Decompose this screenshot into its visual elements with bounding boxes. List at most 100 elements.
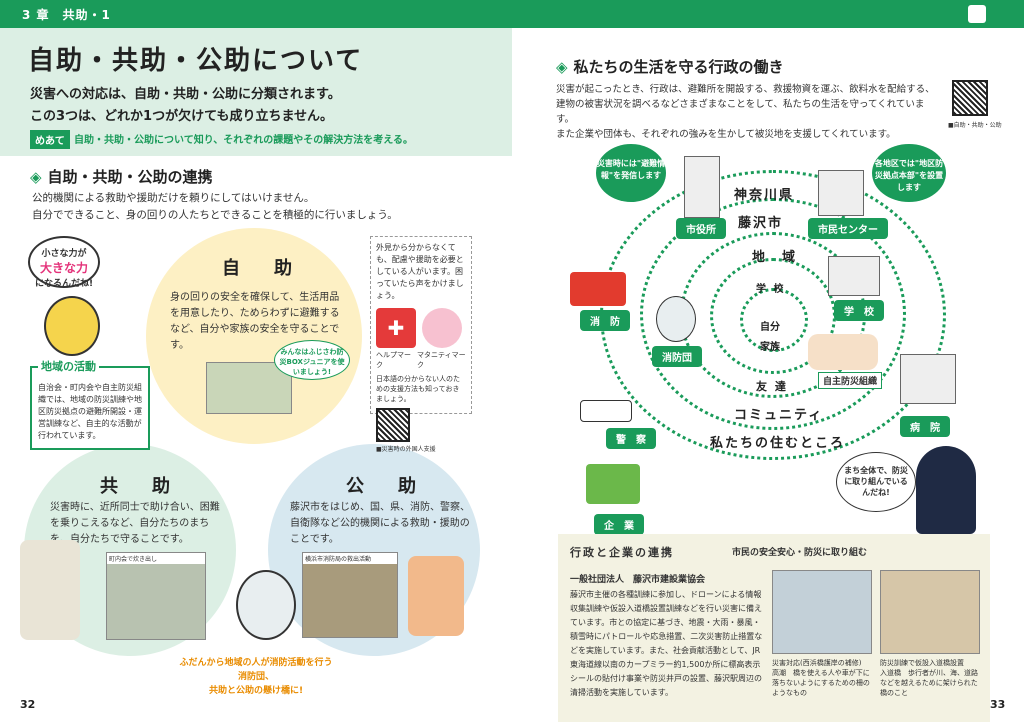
district-hq-bubble: 各地区では"地区防災拠点本部"を設置します [872, 144, 946, 202]
label-school: 学 校 [834, 300, 884, 321]
ring-label-friends: 友 達 [756, 380, 788, 393]
right-title: ◈ 私たちの生活を守る行政の働き [556, 56, 784, 77]
info-box: 外見から分からなくても、配慮や援助を必要としている人がいます。困っていたら声をか… [370, 236, 472, 453]
boy-speech-bubble: まち全体で、防災に取り組んでいるんだね! [836, 452, 916, 512]
bubble-line-1: 小さな力が [41, 249, 87, 259]
mutual-help-photo: 町内会で炊き出し [106, 552, 206, 640]
ring-label-community: コミュニティ [734, 408, 824, 423]
corporate-subheading: 市民の安全安心・防災に取り組む [732, 548, 868, 558]
qr-code[interactable] [376, 408, 410, 442]
photo-2-caption-note: 入道橋 歩行者が川、海、道路などを越えるために架けられた橋のこと [880, 669, 978, 697]
corporate-text: 藤沢市主催の各種訓練に参加し、ドローンによる情報収集訓練や仮設入道橋設置訓練など… [570, 590, 763, 697]
fire-truck-icon [570, 272, 626, 306]
info-note: 日本語の分からない人のための支援方法も知っておきましょう。 [376, 375, 460, 403]
right-title-text: 私たちの生活を守る行政の働き [573, 58, 784, 76]
page-number-right: 33 [990, 698, 1006, 711]
ring-community [640, 198, 906, 430]
label-disaster-org: 自主防災組織 [818, 372, 883, 389]
lead-line-1: 災害への対応は、自助・共助・公助に分類されます。 [30, 87, 341, 102]
corporate-photo-2 [880, 570, 980, 654]
corporate-heading: 行政と企業の連携 [570, 546, 674, 559]
public-help-title: 公 助 [346, 476, 424, 497]
disaster-org-people-icon [808, 334, 878, 370]
photo-2-caption: 防災訓練で仮設入道橋設置 入道橋 歩行者が川、海、道路などを越えるために架けられ… [880, 658, 980, 698]
civic-center-icon [818, 170, 864, 216]
public-help-photo: 横浜市消防局の救出活動 [302, 552, 398, 638]
boy-character-icon [916, 446, 976, 534]
footer-line-2: 共助と公助の懸け橋に! [208, 686, 304, 696]
photo-1-caption: 災害対応(西浜橋護岸の補修) 高潮 橋を使える人や車が下に落ちないようにするため… [772, 658, 872, 698]
disaster-kit-illustration [206, 362, 292, 414]
ring-label-city: 藤沢市 [738, 216, 784, 231]
section-intro: 公的機関による救助や援助だけを頼りにしてはいけません。 自分でできること、身の回… [32, 190, 492, 224]
label-police: 警 察 [606, 428, 656, 449]
help-mark-icon: ✚ [376, 308, 416, 348]
diamond-icon: ◈ [30, 168, 42, 186]
qr-code-right[interactable] [952, 80, 988, 116]
right-body-line-1: 災害が起こったとき、行政は、避難所を開設する、救援物資を運ぶ、飲料水を配給する、 [556, 84, 935, 95]
title-band [0, 28, 512, 156]
photo-2-caption-title: 防災訓練で仮設入道橋設置 [880, 659, 964, 667]
ring-label-region: 地 域 [752, 250, 798, 265]
diamond-icon-right: ◈ [556, 58, 568, 76]
label-company: 企 業 [594, 514, 644, 535]
intro-line-1: 公的機関による救助や援助だけを頼りにしてはいけません。 [32, 192, 315, 204]
label-brigade: 消防団 [652, 346, 702, 367]
maternity-mark-label: マタニティマーク [417, 351, 466, 369]
self-help-text: 身の回りの安全を確保して、生活用品を用意したり、ためらわずに避難するなど、自分や… [170, 292, 340, 351]
right-body-line-3: また企業や団体も、それぞれの強みを生かして被災地を支援してくれています。 [556, 129, 896, 140]
top-bar [0, 0, 1024, 28]
info-text: 外見から分からなくても、配慮や援助を必要としている人がいます。困っていたら声をか… [376, 243, 464, 300]
corporate-org: 一般社団法人 藤沢市建設業協会 [570, 575, 706, 585]
ring-label-residence: 私たちの住むところ [710, 436, 846, 451]
excavator-icon [586, 464, 640, 504]
hospital-icon [900, 354, 956, 404]
label-fire: 消 防 [580, 310, 630, 331]
firefighter-illustration [408, 556, 464, 636]
footer-caption: ふだんから地域の人が消防活動を行う消防団、 共助と公助の懸け橋に! [176, 656, 336, 698]
mascot-icon-2 [236, 570, 296, 640]
local-activity-title: 地域の活動 [38, 358, 99, 374]
goal-text: 自助・共助・公助について知り、それぞれの課題やその解決方法を考える。 [74, 135, 413, 146]
label-hospital: 病 院 [900, 416, 950, 437]
residents-illustration [20, 540, 80, 640]
school-icon [828, 256, 880, 296]
brigade-mascot-icon [656, 296, 696, 342]
right-body: 災害が起こったとき、行政は、避難所を開設する、救援物資を運ぶ、飲料水を配給する、… [556, 82, 936, 142]
mutual-help-text: 災害時に、近所同士で助け合い、困難を乗りこえるなど、自分たちのまちを、自分たちで… [50, 502, 220, 545]
self-help-title: 自 助 [222, 258, 300, 279]
ring-label-self: 自分 [760, 322, 780, 333]
public-help-photo-caption: 横浜市消防局の救出活動 [303, 553, 397, 564]
ring-self [740, 288, 808, 352]
label-city-hall: 市役所 [676, 218, 726, 239]
qr-caption-right: ■自助・共助・公助 [948, 122, 1002, 129]
bubble-line-2: 大きな力 [39, 261, 88, 275]
chapter-label: 3 章 共助・1 [22, 8, 111, 22]
city-hall-icon [684, 156, 720, 218]
bubble-line-3: になるんだね! [34, 279, 94, 289]
ring-label-school: 学 校 [756, 284, 786, 295]
local-activity-text: 自治会・町内会や自主防災組織では、地域の防災訓練や地区防災拠点の避難所開設・運営… [38, 383, 142, 440]
page-title: 自助・共助・公助について [28, 46, 364, 76]
intro-line-2: 自分でできること、身の回りの人たちとできることを積極的に行いましょう。 [32, 209, 398, 221]
right-body-line-2: 建物の被害状況を調べるなどさまざまなことをして、私たちの生活を守ってくれています… [556, 99, 925, 125]
photo-1-caption-note: 高潮 橋を使える人や車が下に落ちないようにするための柵のようなもの [772, 669, 870, 697]
self-help-note: みんなはふじさわ防災BOXジュニアを使いましょう! [274, 340, 350, 380]
public-help-text: 藤沢市をはじめ、国、県、消防、警察、自衛隊など公的機関による救助・援助のことです… [290, 502, 470, 545]
section-heading-text: 自助・共助・公助の連携 [47, 168, 213, 186]
qr-caption: ■災害時の外国人支援 [376, 446, 436, 453]
lead-text: 災害への対応は、自助・共助・公助に分類されます。 この3つは、どれか1つが欠けて… [30, 84, 500, 128]
ring-label-prefecture: 神奈川県 [734, 188, 795, 203]
mutual-help-photo-caption: 町内会で炊き出し [107, 553, 205, 564]
help-mark-label: ヘルプマーク [376, 351, 411, 369]
police-car-icon [580, 400, 632, 422]
section-heading: ◈ 自助・共助・公助の連携 [30, 166, 213, 187]
corporate-section: 行政と企業の連携 市民の安全安心・防災に取り組む 一般社団法人 藤沢市建設業協会… [558, 534, 990, 722]
mascot-icon [44, 296, 100, 356]
ring-label-family: 家族 [760, 342, 780, 353]
speech-bubble: 小さな力が 大きな力 になるんだね! [28, 236, 100, 289]
home-icon [968, 5, 986, 23]
corporate-photo-1 [772, 570, 872, 654]
local-activity-box: 地域の活動 自治会・町内会や自主防災組織では、地域の防災訓練や地区防災拠点の避難… [30, 358, 150, 450]
mutual-help-title: 共 助 [100, 476, 178, 497]
